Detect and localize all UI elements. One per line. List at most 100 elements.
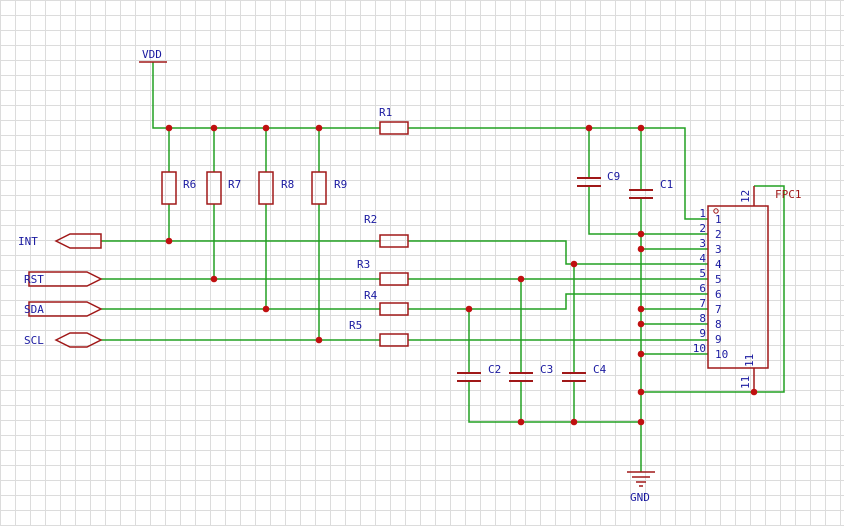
junction (210, 275, 218, 283)
junction (637, 320, 645, 328)
c4-label: C4 (593, 363, 607, 376)
connector-pin-outer-label: 8 (699, 312, 706, 325)
resistor-r6 (161, 171, 177, 205)
connector-pin-outer-label: 7 (699, 297, 706, 310)
wire-vdd (152, 62, 380, 129)
connector-pin-inner-label: 7 (715, 303, 722, 316)
c2-label: C2 (488, 363, 501, 376)
port-sda-label: SDA (24, 303, 44, 316)
junction (637, 230, 645, 238)
r7-label: R7 (228, 178, 241, 191)
wire-c9-bottom (588, 186, 708, 235)
pin11-label-outer: 11 (739, 376, 752, 389)
ports (28, 233, 103, 348)
resistor-r8 (258, 171, 274, 205)
junction (262, 124, 270, 132)
connector-pin-outer-label: 9 (699, 327, 706, 340)
connector-pin-outer-label: 2 (699, 222, 706, 235)
resistor-r5 (379, 333, 409, 347)
resistor-r9 (311, 171, 327, 205)
connector-pin-inner-label: 6 (715, 288, 722, 301)
wire-int-right (408, 240, 708, 265)
capacitor-c4 (562, 372, 586, 382)
connector-pin-outer-label: 5 (699, 267, 706, 280)
junction (637, 124, 645, 132)
port-scl-shape (54, 332, 103, 348)
wire-sda-right (408, 293, 708, 310)
wire-top-rail (408, 127, 708, 220)
c1-label: C1 (660, 178, 673, 191)
connector-fpc1 (707, 186, 769, 392)
r8-label: R8 (281, 178, 294, 191)
connector-pin-outer-label: 6 (699, 282, 706, 295)
connector-pin-inner-label: 2 (715, 228, 722, 241)
pin1-marker (713, 208, 719, 214)
junction (570, 418, 578, 426)
resistor-r4 (379, 302, 409, 316)
r9-label: R9 (334, 178, 347, 191)
port-int-shape (54, 233, 102, 249)
resistor-r2 (379, 234, 409, 248)
connector-pin-outer-label: 3 (699, 237, 706, 250)
connector-pin-inner-label: 3 (715, 243, 722, 256)
connector-pin-outer-label: 10 (693, 342, 706, 355)
resistor-r7 (206, 171, 222, 205)
junction (750, 388, 758, 396)
gnd-label: GND (630, 491, 650, 504)
c3-label: C3 (540, 363, 553, 376)
resistor-r1 (379, 121, 409, 135)
junction (585, 124, 593, 132)
junction (315, 336, 323, 344)
junction (517, 275, 525, 283)
capacitor-c9 (577, 177, 601, 187)
capacitor-c2 (457, 372, 481, 382)
port-sda-shape (28, 301, 103, 317)
port-rst-shape (28, 271, 103, 287)
wires (101, 62, 785, 472)
connector-pin-inner-label: 9 (715, 333, 722, 346)
junction (517, 418, 525, 426)
r2-label: R2 (364, 213, 377, 226)
junction (165, 237, 173, 245)
junction (315, 124, 323, 132)
connector-pin-inner-label: 10 (715, 348, 728, 361)
capacitor-c3 (509, 372, 533, 382)
junction (262, 305, 270, 313)
connector-body (707, 205, 769, 369)
junction (570, 260, 578, 268)
wire-pin11-12 (641, 185, 785, 393)
port-rst-label: RST (24, 273, 44, 286)
r6-label: R6 (183, 178, 196, 191)
junction (165, 124, 173, 132)
connector-pin-outer-label: 1 (699, 207, 706, 220)
junction (637, 388, 645, 396)
r1-label: R1 (379, 106, 392, 119)
r3-label: R3 (357, 258, 370, 271)
port-int-label: INT (18, 235, 38, 248)
power-symbols (139, 61, 655, 487)
junction (637, 418, 645, 426)
r5-label: R5 (349, 319, 362, 332)
vdd-label: VDD (142, 48, 162, 61)
pin12-label-outer: 12 (739, 190, 752, 203)
labels: VDD GND R1 R2 R3 R4 R5 R6 R7 R8 R9 C9 C1… (18, 48, 802, 504)
junctions (165, 124, 758, 426)
c9-label: C9 (607, 170, 620, 183)
junction (465, 305, 473, 313)
connector-name-label: FPC1 (775, 188, 802, 201)
junction (637, 305, 645, 313)
connector-pin-inner-label: 1 (715, 213, 722, 226)
capacitor-c1 (629, 189, 653, 199)
junction (637, 350, 645, 358)
capacitors (457, 177, 653, 382)
wire-caps-bottom (468, 381, 641, 423)
connector-pin-inner-label: 5 (715, 273, 722, 286)
connector-pin-inner-label: 8 (715, 318, 722, 331)
junction (210, 124, 218, 132)
port-scl-label: SCL (24, 334, 44, 347)
resistors (161, 121, 409, 347)
